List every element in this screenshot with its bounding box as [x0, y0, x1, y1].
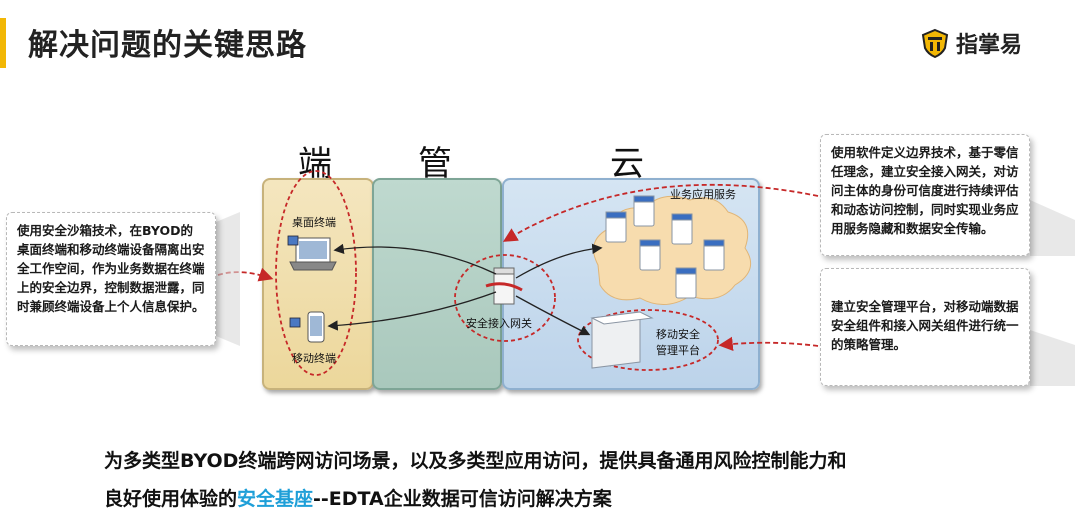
- management-server-icon: [590, 311, 654, 369]
- mobile-terminal-label: 移动终端: [292, 352, 336, 365]
- right-bottom-callout-shadow: [1030, 330, 1075, 386]
- gateway-desktop-arrow: [333, 243, 497, 275]
- laptop-icon: [289, 237, 337, 271]
- shield-logo-icon: [921, 28, 949, 58]
- gateway-ellipse: [454, 254, 556, 342]
- column-header-pipe: 管: [418, 144, 452, 184]
- sdp-callout: 使用软件定义边界技术，基于零信任理念，建立安全接入网关，对访问主体的身份可信度进…: [820, 134, 1030, 256]
- title-accent-bar: [0, 18, 6, 68]
- gateway-device-icon: [485, 267, 523, 305]
- summary-line-2-suffix: --EDTA企业数据可信访问解决方案: [313, 488, 612, 510]
- phone-icon: [307, 311, 325, 343]
- end-group-ellipse: [275, 170, 357, 376]
- gateway-label: 安全接入网关: [466, 317, 532, 330]
- mgmt-callout: 建立安全管理平台，对移动端数据安全组件和接入网关组件进行统一的策略管理。: [820, 268, 1030, 386]
- summary-line-1: 为多类型BYOD终端跨网访问场景，以及多类型应用访问，提供具备通用风险控制能力和: [104, 450, 847, 472]
- gateway-cloud-arrow: [515, 243, 603, 279]
- right-top-callout-shadow: [1030, 200, 1075, 256]
- page-title: 解决问题的关键思路: [28, 28, 307, 63]
- cloud-services-label: 业务应用服务: [670, 188, 736, 201]
- left-callout-shadow: [216, 212, 240, 346]
- right-top-callout-connector: [502, 183, 819, 242]
- sandbox-badge-mobile: [289, 317, 301, 328]
- gateway-mgmt-arrow: [515, 295, 591, 336]
- gateway-mobile-arrow: [327, 291, 497, 331]
- desktop-terminal-label: 桌面终端: [292, 216, 336, 229]
- summary-highlight: 安全基座: [237, 488, 314, 510]
- right-bottom-callout-connector: [718, 336, 819, 352]
- sandbox-badge-desktop: [287, 235, 299, 246]
- end-panel: [262, 178, 374, 390]
- mgmt-platform-label-line1: 移动安全: [656, 328, 700, 341]
- brand-logo: 指掌易: [920, 26, 1022, 60]
- cloud-shape: [593, 195, 752, 305]
- pipe-panel: [372, 178, 502, 390]
- mgmt-ellipse: [577, 309, 719, 371]
- summary-line-2-prefix: 良好使用体验的: [104, 488, 238, 510]
- logo-text: 指掌易: [956, 33, 1023, 58]
- summary-line-2: 良好使用体验的安全基座--EDTA企业数据可信访问解决方案: [104, 484, 612, 511]
- mgmt-platform-label-line2: 管理平台: [656, 344, 700, 357]
- column-header-cloud: 云: [610, 144, 644, 184]
- server-icon: [605, 195, 725, 299]
- column-header-end: 端: [298, 144, 332, 184]
- sandbox-callout: 使用安全沙箱技术，在BYOD的桌面终端和移动终端设备隔离出安全工作空间，作为业务…: [6, 212, 216, 346]
